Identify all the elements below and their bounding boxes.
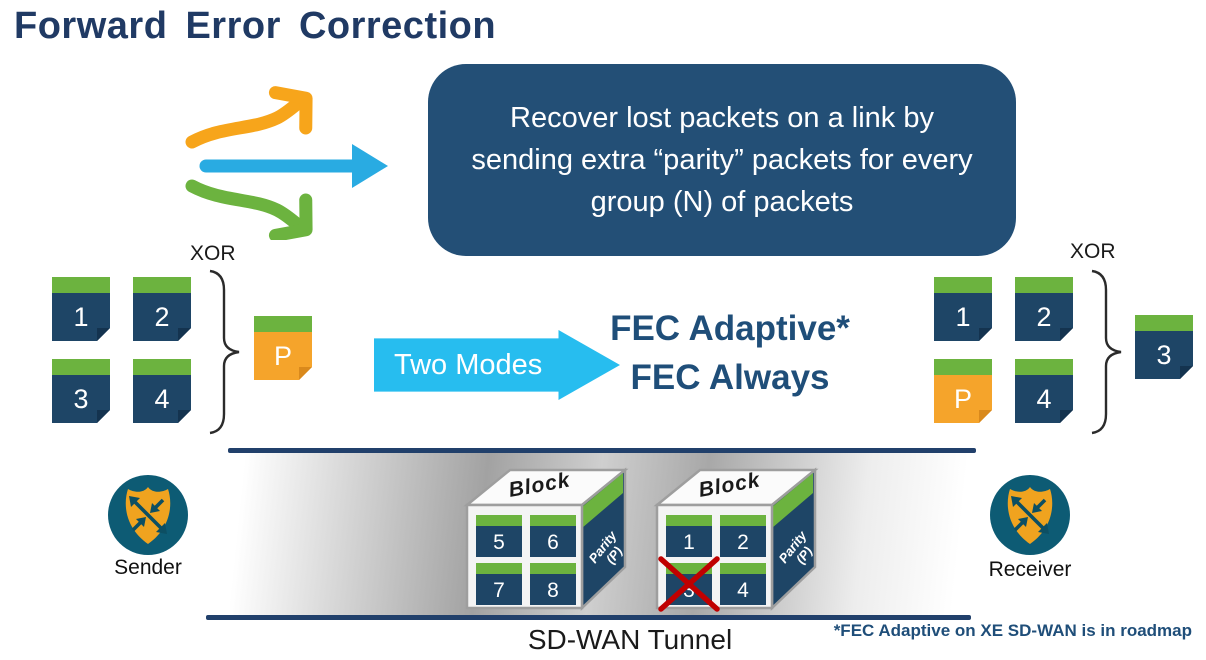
fec-mode-adaptive: FEC Adaptive* (610, 309, 850, 348)
svg-text:8: 8 (547, 579, 559, 602)
tunnel-bottom-line (206, 615, 971, 620)
xor-brace-receiver (1091, 269, 1122, 435)
parity-packet: P (254, 316, 312, 380)
packet-number: 1 (52, 293, 110, 341)
packet-fold (1180, 366, 1193, 379)
cube-side-green-band (582, 473, 623, 528)
branch-arrows-icon (185, 86, 388, 240)
xor-brace-sender (209, 269, 240, 435)
packet-top (133, 277, 191, 293)
packet-2: 2 (133, 277, 191, 341)
packet-3: 3 (52, 359, 110, 423)
page-title: Forward Error Correction (14, 5, 497, 47)
svg-text:6: 6 (547, 531, 559, 554)
packet-4: 4 (1015, 359, 1073, 423)
fec-block-cube-1: Block Parity (P) 5 6 7 8 (463, 467, 629, 611)
svg-text:2: 2 (737, 531, 749, 554)
fec-modes: FEC Adaptive* FEC Always (592, 304, 868, 402)
packet-1: 1 (52, 277, 110, 341)
block-packet: 7 (476, 563, 522, 605)
packet-top (1015, 359, 1073, 375)
arrowhead-orange (268, 86, 313, 135)
packet-top (254, 316, 312, 332)
block-packet: 4 (720, 563, 766, 605)
info-box: Recover lost packets on a link by sendin… (428, 64, 1016, 256)
packet-top (934, 359, 992, 375)
packet-top (1135, 315, 1193, 331)
packet-1: 1 (934, 277, 992, 341)
fec-block-cube-2: Block Parity (P) 1 2 3 4 (653, 467, 819, 612)
packet-fold (299, 367, 312, 380)
packet-top (52, 359, 110, 375)
block-packet-lost: 3 (658, 556, 720, 612)
block-packet: 1 (666, 515, 712, 557)
block-packet: 8 (530, 563, 576, 605)
svg-text:7: 7 (493, 579, 505, 602)
packet-top (133, 359, 191, 375)
sender-label: Sender (114, 556, 182, 579)
svg-text:3: 3 (683, 579, 695, 602)
packet-top (52, 277, 110, 293)
packet-top (934, 277, 992, 293)
block-packet: 5 (476, 515, 522, 557)
xor-label-receiver: XOR (1070, 240, 1116, 263)
cube-side-green-band (772, 473, 813, 528)
packet-fold (979, 328, 992, 341)
packet-4: 4 (133, 359, 191, 423)
footnote: *FEC Adaptive on XE SD-WAN is in roadmap (833, 621, 1192, 640)
svg-text:1: 1 (683, 531, 695, 554)
arrowhead-blue (352, 144, 388, 188)
info-box-text: Recover lost packets on a link by sendin… (471, 101, 973, 219)
packet-fold (178, 328, 191, 341)
fec-mode-always: FEC Always (630, 358, 830, 397)
packet-top (1015, 277, 1073, 293)
packet-2: 2 (1015, 277, 1073, 341)
packet-fold (1060, 328, 1073, 341)
tunnel-top-line (228, 448, 976, 453)
tunnel-label: SD-WAN Tunnel (527, 624, 733, 655)
block-packet: 2 (720, 515, 766, 557)
packet-fold (979, 410, 992, 423)
receiver-label: Receiver (988, 558, 1072, 581)
block-packet: 6 (530, 515, 576, 557)
xor-label-sender: XOR (190, 242, 236, 265)
parity-packet: P (934, 359, 992, 423)
router-shield-icon (990, 475, 1070, 555)
two-modes-label: Two Modes (394, 348, 543, 381)
packet-fold (97, 328, 110, 341)
router-shield-icon (108, 475, 188, 555)
packet-number: 3 (52, 375, 110, 423)
packet-fold (178, 410, 191, 423)
recovered-packet: 3 (1135, 315, 1193, 379)
lost-packet-x-icon (658, 556, 720, 612)
packet-fold (1060, 410, 1073, 423)
two-modes-arrow: Two Modes (374, 330, 620, 400)
svg-text:4: 4 (737, 579, 749, 602)
svg-text:5: 5 (493, 531, 505, 554)
packet-fold (97, 410, 110, 423)
arrowhead-green (268, 193, 313, 240)
